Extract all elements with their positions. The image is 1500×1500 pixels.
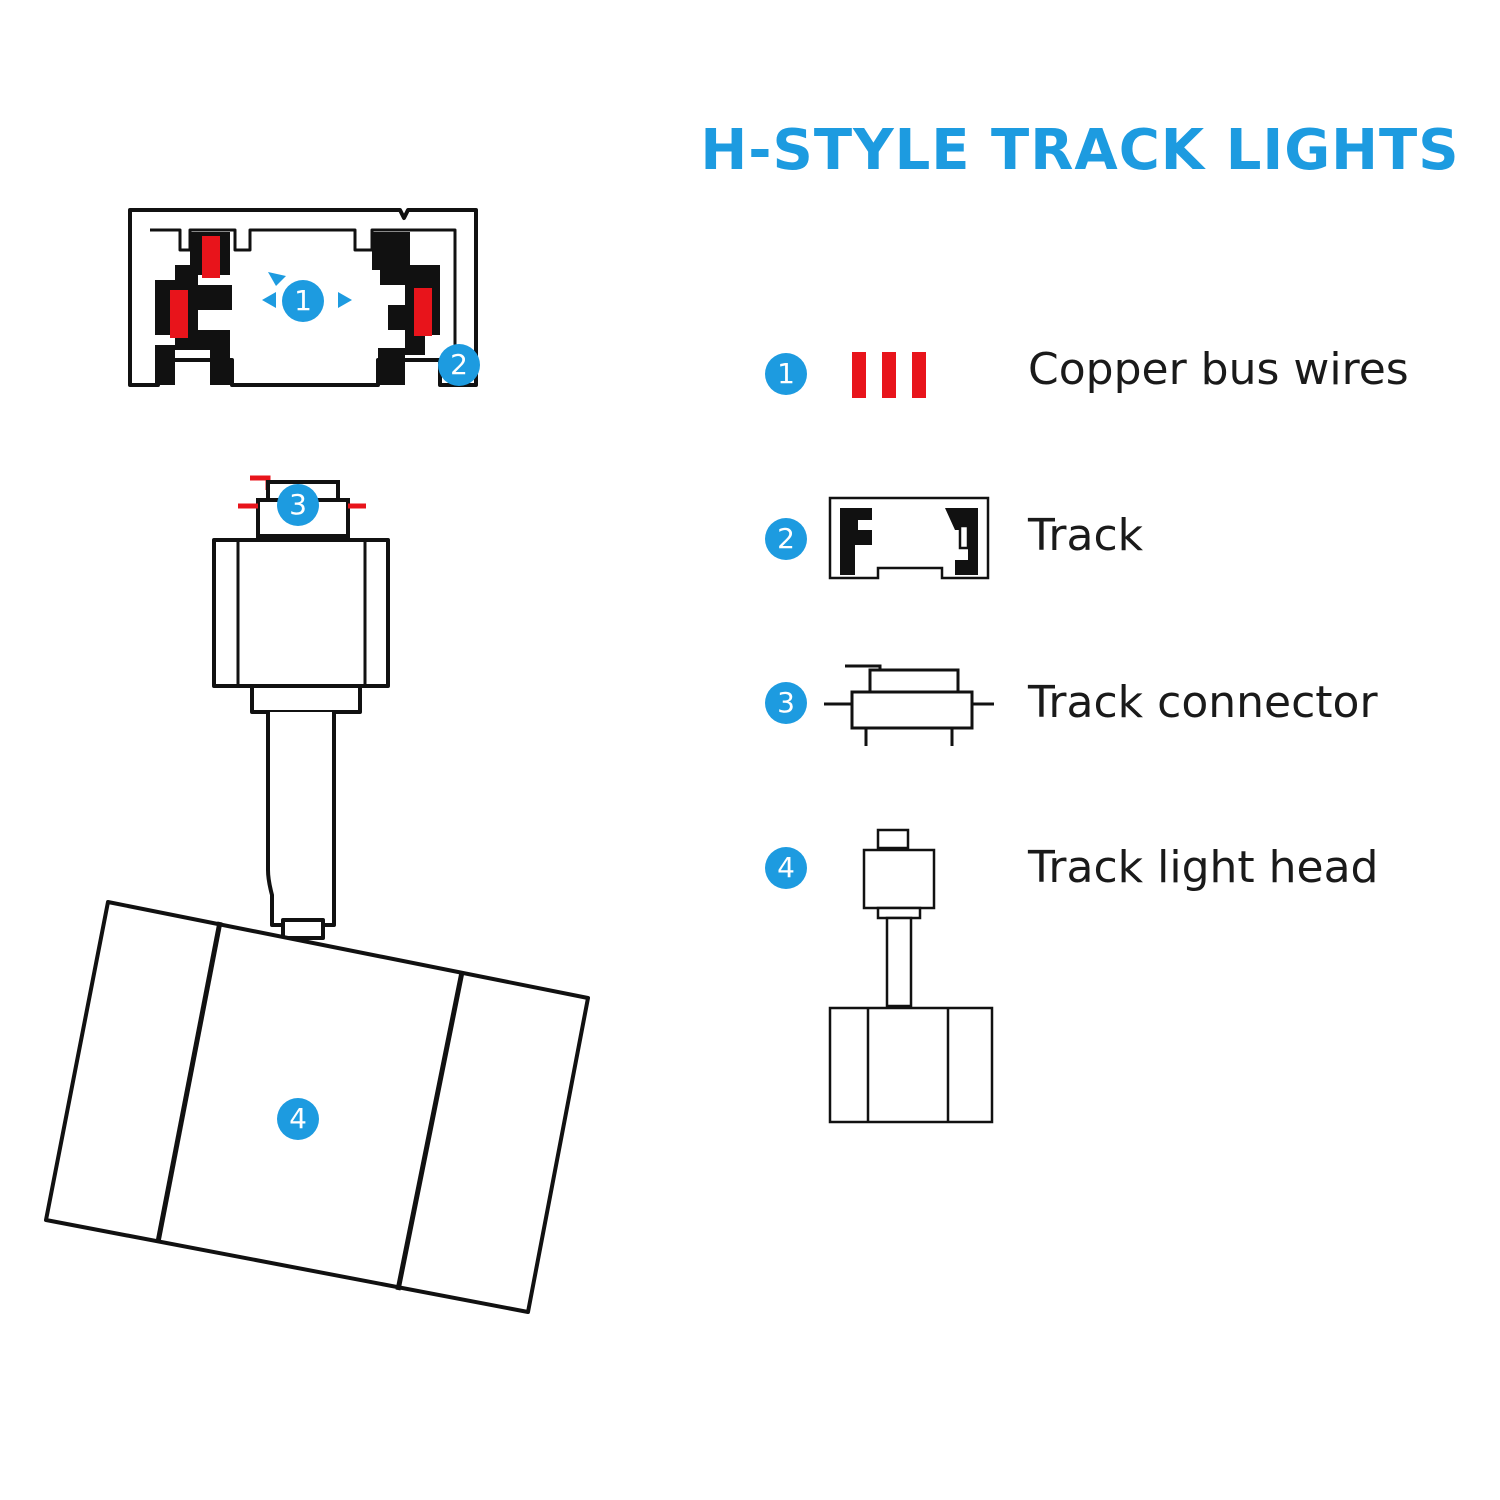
track-light-head-icon	[828, 828, 994, 1124]
track-profile-icon	[828, 496, 990, 580]
diagram-marker-3: 3	[277, 484, 319, 526]
page-title: H-STYLE TRACK LIGHTS	[700, 118, 1460, 183]
legend-number: 2	[765, 518, 807, 560]
legend-number: 1	[765, 353, 807, 395]
legend-label: Copper bus wires	[1028, 344, 1409, 395]
rotation-arrows-icon	[262, 272, 352, 308]
copper-wire	[202, 236, 220, 278]
track-connector-icon	[824, 664, 994, 746]
track-inner-outline	[150, 228, 457, 367]
legend-label: Track connector	[1028, 677, 1378, 728]
legend-label: Track	[1028, 510, 1144, 561]
legend-label: Track light head	[1028, 842, 1379, 893]
copper-wire	[414, 288, 432, 336]
diagram-marker-1: 1	[282, 280, 324, 322]
copper-bars-icon	[852, 352, 926, 398]
track-light-head-drawing	[44, 538, 590, 1314]
diagram-marker-2: 2	[438, 344, 480, 386]
copper-wire	[170, 290, 188, 338]
legend-number: 3	[765, 682, 807, 724]
legend-number: 4	[765, 847, 807, 889]
track-cross-section	[128, 208, 478, 387]
diagram-marker-4: 4	[277, 1098, 319, 1140]
